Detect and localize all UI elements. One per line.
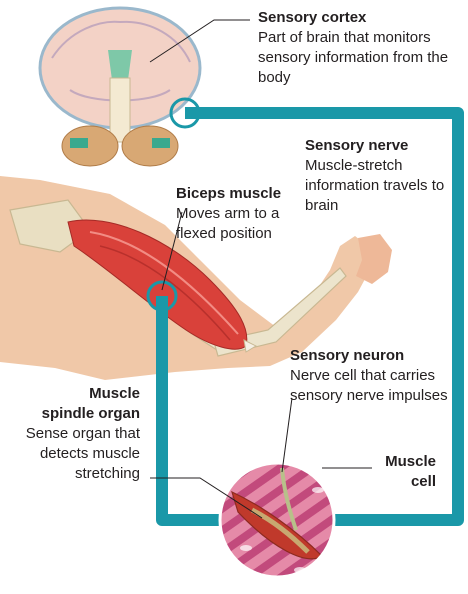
neuron-leader-line [282,398,292,472]
muscle-spindle-title-1: Muscle [4,384,140,404]
label-sensory-nerve: Sensory nerve Muscle-stretch information… [305,136,445,216]
muscle-spindle-desc: Sense organ that detects muscle stretchi… [4,424,140,484]
label-sensory-neuron: Sensory neuron Nerve cell that carries s… [290,346,450,406]
sensory-nerve-desc: Muscle-stretch information travels to br… [305,156,445,216]
biceps-muscle-desc: Moves arm to a flexed position [176,204,306,244]
brain [40,8,200,166]
label-muscle-cell: Muscle cell [368,452,436,492]
label-sensory-cortex: Sensory cortex Part of brain that monito… [258,8,464,88]
sensory-nerve-title: Sensory nerve [305,136,445,156]
sensory-neuron-desc: Nerve cell that carries sensory nerve im… [290,366,450,406]
sensory-neuron-title: Sensory neuron [290,346,450,366]
brain-stem [110,78,130,142]
muscle-spindle-title-2: spindle organ [4,404,140,424]
label-biceps-muscle: Biceps muscle Moves arm to a flexed posi… [176,184,306,244]
biceps-muscle-title: Biceps muscle [176,184,306,204]
label-muscle-spindle-organ: Muscle spindle organ Sense organ that de… [4,384,140,484]
muscle-cell-title-2: cell [368,472,436,492]
muscle-cell-title-1: Muscle [368,452,436,472]
brain-ventricle [108,50,132,80]
sensory-cortex-desc: Part of brain that monitors sensory info… [258,28,464,88]
sensory-cortex-title: Sensory cortex [258,8,464,28]
muscle-closeup [220,463,334,577]
